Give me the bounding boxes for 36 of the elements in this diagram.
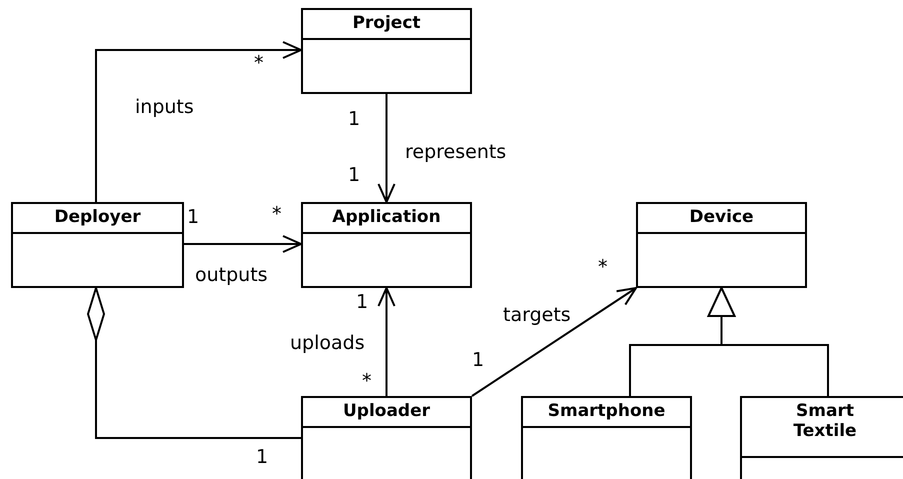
class-name: Project [352,13,421,33]
edge-label: represents [405,141,506,163]
edge-label: outputs [195,264,268,286]
multiplicity-label: * [598,256,608,278]
class-box [740,396,903,479]
class-name: Uploader [342,401,430,421]
edge-label: targets [503,304,571,326]
multiplicity-label: 1 [256,446,268,468]
edge-label: uploads [290,332,365,354]
association-arrow [378,287,396,396]
class-box [636,202,807,288]
generalization-arrow [708,287,829,396]
class-box [301,396,472,479]
association-arrow [184,235,302,253]
class-box [11,202,184,288]
class-name: Application [332,207,441,227]
class-box [301,8,472,94]
multiplicity-label: * [272,203,282,225]
aggregation-line [87,287,301,439]
multiplicity-label: * [254,52,264,74]
association-arrow [95,41,302,202]
multiplicity-label: 1 [348,164,360,186]
multiplicity-label: 1 [356,291,368,313]
class-box [301,202,472,288]
multiplicity-label: 1 [187,206,200,228]
association-arrow [378,94,396,203]
class-name: Deployer [54,207,141,227]
class-name: Smartphone [548,401,666,421]
class-box [521,396,692,479]
multiplicity-label: 1 [348,108,360,130]
association-arrow [471,287,637,397]
class-name: Smart Textile [792,401,858,441]
multiplicity-label: 1 [472,349,484,371]
multiplicity-label: * [362,370,372,392]
class-name: Device [689,207,754,227]
edge-label: inputs [135,96,194,118]
